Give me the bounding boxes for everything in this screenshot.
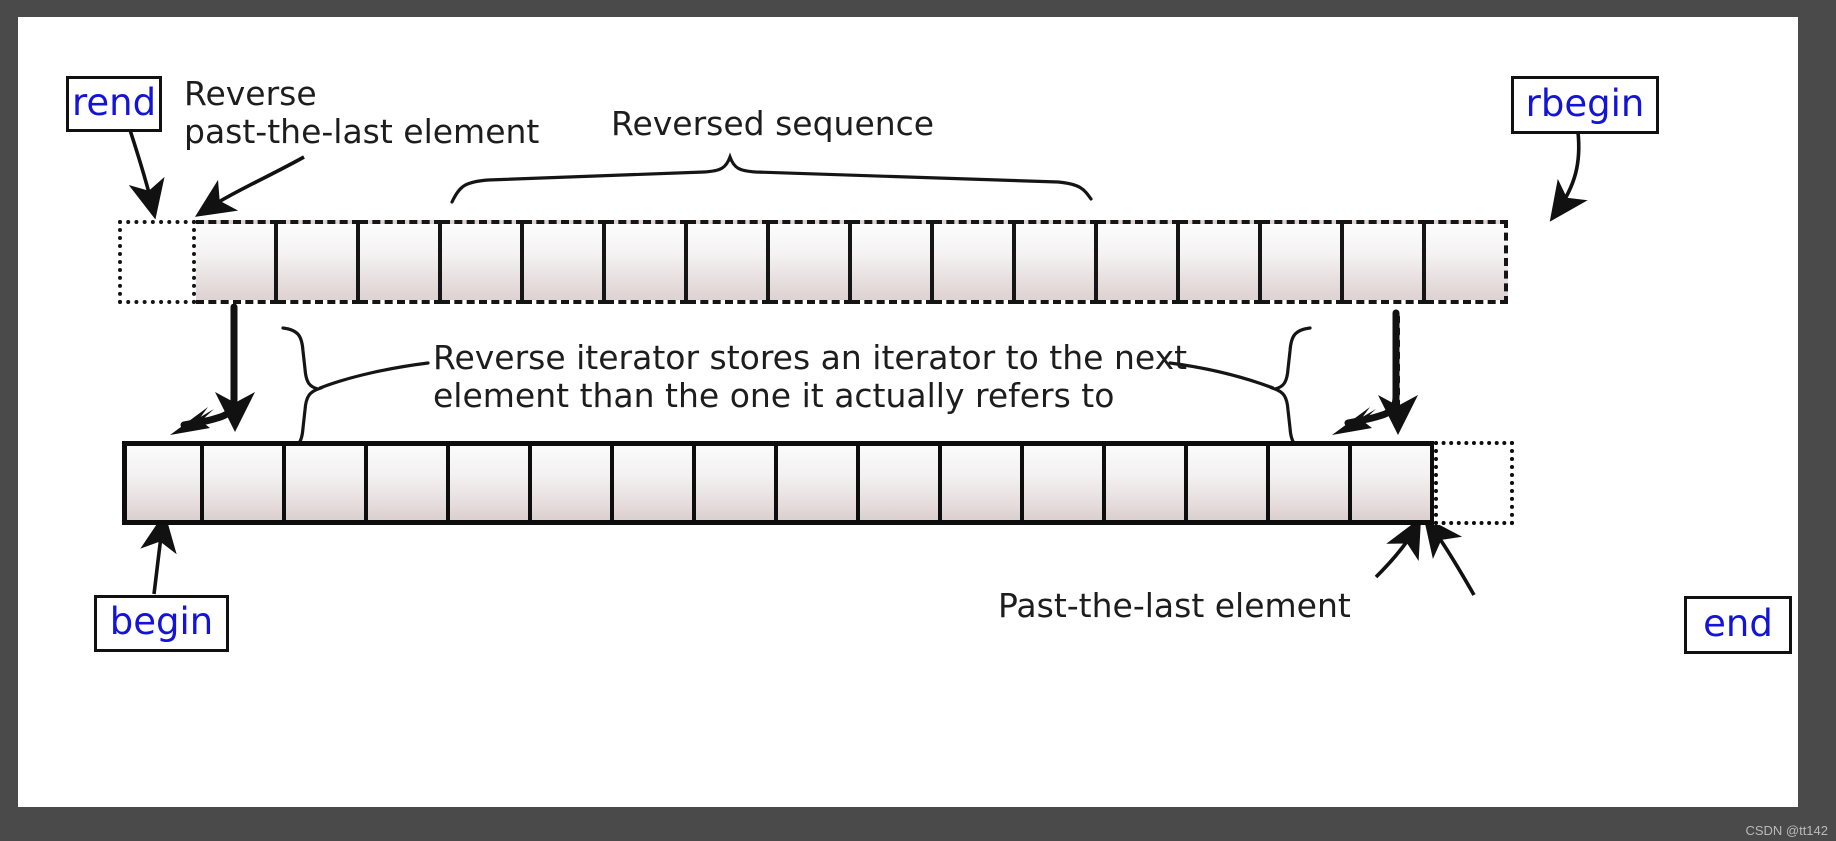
note-reversed-sequence: Reversed sequence <box>611 104 935 143</box>
label-rbegin[interactable]: rbegin <box>1511 76 1659 134</box>
array-cell[interactable] <box>696 441 778 525</box>
array-cell[interactable] <box>196 220 278 304</box>
array-cell[interactable] <box>1180 220 1262 304</box>
array-cell[interactable] <box>1344 220 1426 304</box>
connector-reverse-past-last-to-cell <box>194 155 305 217</box>
array-cell[interactable] <box>286 441 368 525</box>
note-reverse-iterator-explanation: Reverse iterator stores an iterator to t… <box>433 338 1188 416</box>
diagram-canvas: rend rbegin begin end Reverse past-the-l… <box>18 17 1798 807</box>
array-cell[interactable] <box>1426 220 1508 304</box>
connector-end-to-bottom-empty-cell <box>1423 516 1476 596</box>
array-cell[interactable] <box>122 441 204 525</box>
connector-past-the-last-to-cell <box>1374 517 1422 579</box>
right-brace <box>1168 326 1312 453</box>
label-begin[interactable]: begin <box>94 595 229 652</box>
label-rend[interactable]: rend <box>66 76 162 132</box>
forward-sequence-array <box>122 441 1520 525</box>
connector-rbegin-to-top-last-cell <box>1549 131 1588 222</box>
label-begin-text: begin <box>109 600 214 643</box>
reversed-sequence-array <box>118 220 1516 304</box>
array-cell[interactable] <box>934 220 1016 304</box>
connector-rend-to-top-cell <box>128 129 165 220</box>
label-end-text: end <box>1703 601 1773 645</box>
label-end[interactable]: end <box>1684 596 1792 654</box>
array-cell[interactable] <box>1016 220 1098 304</box>
connector-begin-to-bottom-cell0 <box>140 512 177 595</box>
reversed-sequence-brace <box>450 152 1093 204</box>
array-cell[interactable] <box>204 441 286 525</box>
label-rend-text: rend <box>71 80 157 124</box>
array-cell[interactable] <box>360 220 442 304</box>
array-cell[interactable] <box>770 220 852 304</box>
note-reverse-past-the-last: Reverse past-the-last element <box>184 74 540 152</box>
array-cell[interactable] <box>1188 441 1270 525</box>
connector-top-left-to-bottom-begin <box>170 303 238 435</box>
left-brace <box>281 326 430 453</box>
array-cell[interactable] <box>778 441 860 525</box>
array-cell[interactable] <box>614 441 696 525</box>
array-cell[interactable] <box>688 220 770 304</box>
array-cell[interactable] <box>1262 220 1344 304</box>
array-cell[interactable] <box>524 220 606 304</box>
array-cell-empty[interactable] <box>1434 441 1514 525</box>
array-cell[interactable] <box>1352 441 1434 525</box>
watermark: CSDN @tt142 <box>1745 823 1828 838</box>
connector-top-right-to-bottom-last <box>1332 309 1400 435</box>
array-cell[interactable] <box>1270 441 1352 525</box>
array-cell[interactable] <box>118 220 196 304</box>
label-rbegin-text: rbegin <box>1525 81 1645 125</box>
array-cell[interactable] <box>606 220 688 304</box>
array-cell[interactable] <box>860 441 942 525</box>
array-cell[interactable] <box>852 220 934 304</box>
array-cell[interactable] <box>1024 441 1106 525</box>
array-cell[interactable] <box>450 441 532 525</box>
array-cell[interactable] <box>442 220 524 304</box>
array-cell[interactable] <box>278 220 360 304</box>
array-cell[interactable] <box>1098 220 1180 304</box>
array-cell[interactable] <box>368 441 450 525</box>
array-cell[interactable] <box>1106 441 1188 525</box>
array-cell[interactable] <box>942 441 1024 525</box>
note-past-the-last-element: Past-the-last element <box>998 586 1351 625</box>
array-cell[interactable] <box>532 441 614 525</box>
